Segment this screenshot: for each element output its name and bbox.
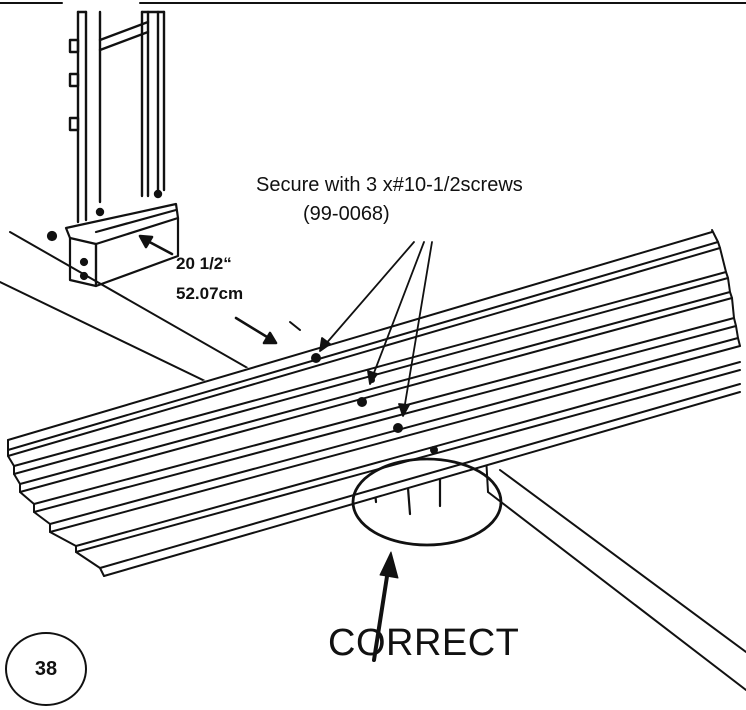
corrugated-panel	[4, 229, 741, 577]
part-number-text: (99-0068)	[303, 203, 390, 225]
dimension-inches-label: 20 1/2“	[176, 254, 232, 273]
highlight-ellipse	[351, 457, 503, 547]
correct-label: CORRECT	[328, 622, 520, 664]
dimension-arrows	[138, 234, 278, 345]
dimension-cm-label: 52.07cm	[176, 284, 244, 303]
correct-arrow	[372, 551, 399, 662]
screw-holes	[311, 353, 438, 454]
screw-instruction-text: Secure with 3 x#10-1/2screws	[256, 174, 523, 196]
post-base-bracket	[46, 202, 180, 288]
screw-leader-arrows	[319, 241, 433, 417]
vertical-post	[68, 10, 166, 224]
step-number-badge: 38	[5, 632, 87, 706]
